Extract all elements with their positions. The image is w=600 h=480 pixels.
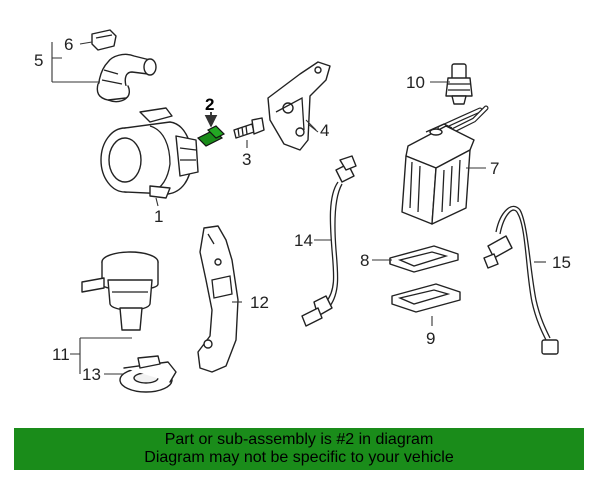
info-banner: Part or sub-assembly is #2 in diagram Di… [14, 428, 584, 470]
callout-12: 12 [250, 293, 269, 312]
part-14-sensor [301, 155, 357, 327]
part-6-connector [91, 29, 117, 51]
part-8-plate [389, 245, 459, 273]
part-11-solenoid [81, 251, 159, 331]
callout-labels: 1 2 3 4 5 6 7 8 9 10 11 12 13 14 15 [34, 35, 571, 384]
banner-line-2: Diagram may not be specific to your vehi… [144, 449, 454, 466]
callout-14: 14 [294, 231, 313, 250]
callout-2: 2 [205, 95, 214, 114]
callout-leaders [51, 41, 546, 375]
part-13-clamp [119, 355, 177, 393]
callout-9: 9 [426, 329, 435, 348]
callout-7: 7 [490, 159, 499, 178]
part-15-sensor [483, 205, 559, 355]
part-10-valve [445, 63, 473, 105]
callout-8: 8 [360, 251, 369, 270]
part-1-air-pump [100, 107, 199, 199]
part-7-canister [401, 105, 489, 225]
callout-13: 13 [82, 365, 101, 384]
callout-1: 1 [154, 207, 163, 226]
callout-4: 4 [320, 121, 329, 140]
banner-line-1: Part or sub-assembly is #2 in diagram [164, 431, 434, 448]
part-2-fitting-highlighted [196, 112, 226, 147]
part-9-plate [391, 283, 461, 326]
parts-diagram: 1 2 3 4 5 6 7 8 9 10 11 12 13 14 15 [34, 29, 571, 393]
part-3-bolt [233, 117, 265, 148]
callout-3: 3 [242, 150, 251, 169]
callout-10: 10 [406, 73, 425, 92]
callout-5: 5 [34, 51, 43, 70]
callout-11: 11 [52, 345, 70, 364]
callout-6: 6 [64, 35, 73, 54]
part-12-bracket [197, 225, 239, 373]
part-5-hose [96, 53, 157, 103]
callout-15: 15 [552, 253, 571, 272]
part-4-bracket [267, 61, 331, 151]
